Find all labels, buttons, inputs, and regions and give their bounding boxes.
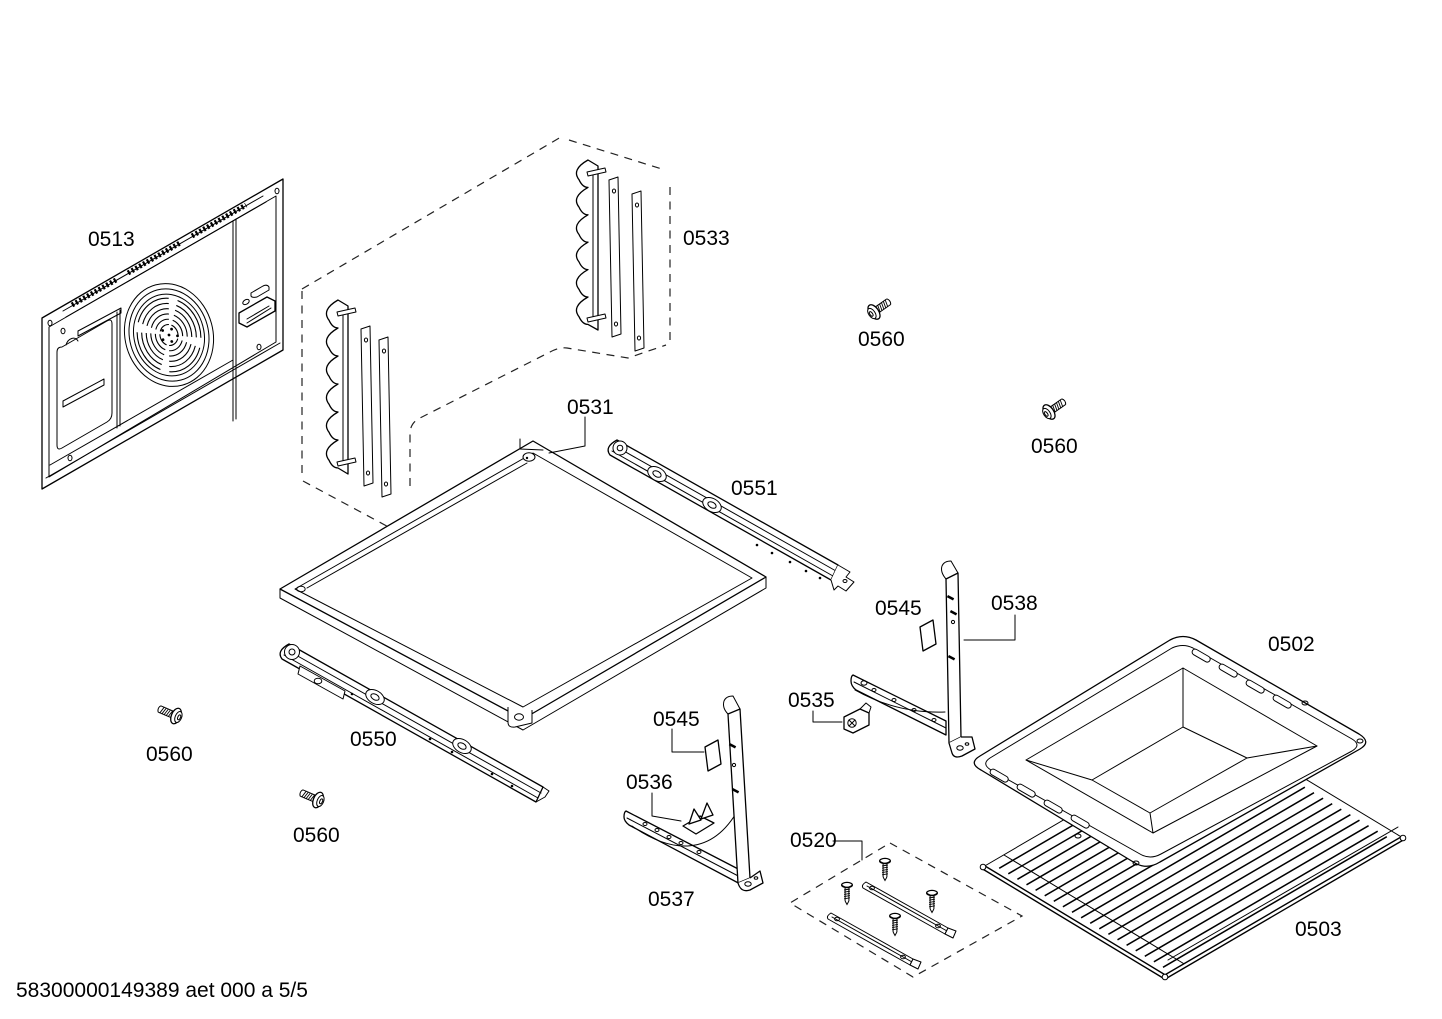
part-0537-side-bracket xyxy=(623,695,764,892)
screws-0560 xyxy=(157,298,1067,809)
callout-0545-center[interactable]: 0545 xyxy=(653,708,700,731)
part-0531-bottom-panel xyxy=(279,438,767,731)
kit-screw xyxy=(925,889,938,914)
kit-screw xyxy=(878,857,891,882)
callout-0560-left-lower[interactable]: 0560 xyxy=(293,824,340,847)
vent-scoop xyxy=(238,296,276,328)
callout-0560-left-upper[interactable]: 0560 xyxy=(146,743,193,766)
part-0535-clip xyxy=(843,702,872,734)
kit-screw xyxy=(888,912,901,937)
part-0533-rack-liner-set xyxy=(575,159,645,352)
leader-lines xyxy=(548,416,1016,861)
rack-liner-set-left xyxy=(325,299,392,498)
part-0551-telescopic-rail xyxy=(607,439,855,592)
part-0538-side-bracket xyxy=(850,560,976,758)
callout-0520[interactable]: 0520 xyxy=(790,829,837,852)
part-0545-sticker-center xyxy=(704,739,722,772)
callout-0537[interactable]: 0537 xyxy=(648,888,695,911)
callout-0550[interactable]: 0550 xyxy=(350,728,397,751)
callout-0545-right[interactable]: 0545 xyxy=(875,597,922,620)
callout-0502[interactable]: 0502 xyxy=(1268,633,1315,656)
callout-labels: 0513 0533 0560 0531 0551 0560 0545 0538 … xyxy=(88,227,1342,941)
cavity-ghost-outline xyxy=(301,136,671,532)
tray-vent-slots xyxy=(989,648,1292,829)
callout-0538[interactable]: 0538 xyxy=(991,592,1038,615)
part-0545-sticker-right xyxy=(919,619,937,652)
callout-0560-top[interactable]: 0560 xyxy=(858,328,905,351)
part-0502-baking-tray xyxy=(973,635,1367,867)
screw-0560 xyxy=(299,789,325,809)
callout-0551[interactable]: 0551 xyxy=(731,477,778,500)
callout-0536[interactable]: 0536 xyxy=(626,771,673,794)
callout-0560-right[interactable]: 0560 xyxy=(1031,435,1078,458)
callout-0513[interactable]: 0513 xyxy=(88,228,135,251)
callout-0535[interactable]: 0535 xyxy=(788,689,835,712)
kit-screw xyxy=(840,881,853,906)
kit-screws xyxy=(840,857,938,937)
callout-0533[interactable]: 0533 xyxy=(683,227,730,250)
callout-0503[interactable]: 0503 xyxy=(1295,918,1342,941)
part-0536-clip xyxy=(682,802,715,835)
part-0513-back-panel xyxy=(41,178,284,490)
screw-0560 xyxy=(867,298,892,320)
fan-grille xyxy=(113,273,225,396)
document-code: 58300000149389 aet 000 a 5/5 xyxy=(16,979,308,1002)
part-0520-fixing-kit xyxy=(788,842,1024,978)
screw-0560 xyxy=(157,705,183,725)
callout-0531[interactable]: 0531 xyxy=(567,396,614,419)
screw-0560 xyxy=(1042,398,1067,420)
part-0550-telescopic-rail xyxy=(279,643,550,803)
fan-blades xyxy=(129,291,209,379)
